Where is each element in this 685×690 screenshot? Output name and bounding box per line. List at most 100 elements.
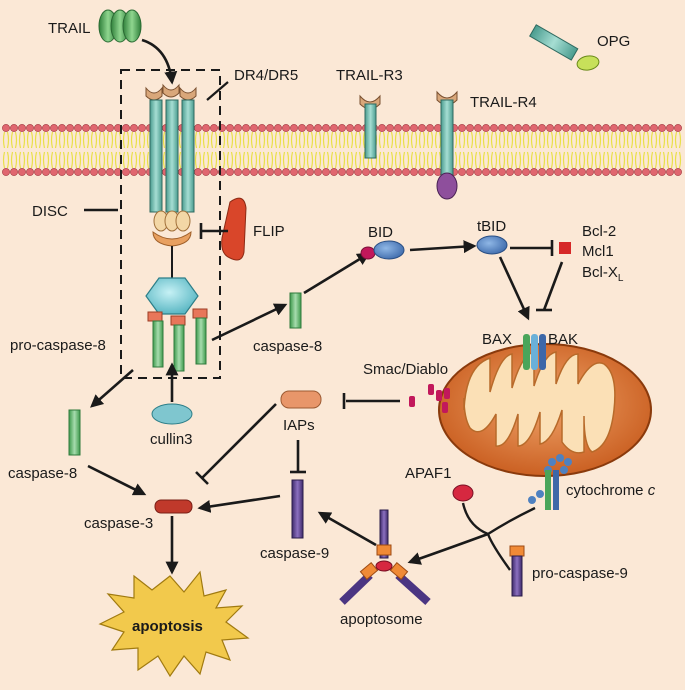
lipid-head <box>98 124 106 132</box>
lipid-head <box>258 124 266 132</box>
flip-label: FLIP <box>253 223 285 240</box>
lipid-tail <box>338 151 342 169</box>
lipid-tail <box>610 151 614 169</box>
lipid-head <box>138 124 146 132</box>
lipid-head <box>130 124 138 132</box>
lipid-head <box>106 168 114 176</box>
lipid-tail <box>434 131 438 149</box>
lipid-head <box>458 124 466 132</box>
opg-label: OPG <box>597 33 630 50</box>
apaf1-label: APAF1 <box>405 465 451 482</box>
lipid-tail <box>362 151 366 169</box>
lipid-tail <box>178 131 182 149</box>
lipid-tail <box>198 131 202 149</box>
lipid-tail <box>38 131 42 149</box>
lipid-head <box>634 124 642 132</box>
lipid-tail <box>42 151 46 169</box>
lipid-tail <box>6 151 10 169</box>
lipid-head <box>330 168 338 176</box>
lipid-head <box>650 124 658 132</box>
lipid-tail <box>606 151 610 169</box>
lipid-head <box>394 124 402 132</box>
lipid-head <box>562 168 570 176</box>
lipid-tail <box>318 151 322 169</box>
bid-protein <box>360 240 405 260</box>
apoptosome-to-caspase9-arrow <box>317 511 377 547</box>
lipid-tail <box>526 151 530 169</box>
lipid-tail <box>334 151 338 169</box>
lipid-tail <box>458 131 462 149</box>
lipid-head <box>538 124 546 132</box>
caspase8-release-arrow <box>211 303 288 342</box>
iaps-inhibit-caspase3-line <box>201 403 277 479</box>
lipid-tail <box>510 151 514 169</box>
lipid-tail <box>282 151 286 169</box>
lipid-head <box>386 168 394 176</box>
lipid-head <box>18 168 26 176</box>
lipid-tail <box>302 131 306 149</box>
lipid-tail <box>122 131 126 149</box>
lipid-head <box>562 124 570 132</box>
lipid-tail <box>662 131 666 149</box>
lipid-head <box>290 124 298 132</box>
lipid-tail <box>138 131 142 149</box>
lipid-tail <box>646 151 650 169</box>
lipid-head <box>458 168 466 176</box>
apoptosome-complex <box>339 509 431 605</box>
lipid-tail <box>230 151 234 169</box>
procasp9-join-line <box>486 533 511 571</box>
bcl2-label: Bcl-2 <box>582 223 616 240</box>
lipid-tail <box>630 131 634 149</box>
lipid-tail <box>134 131 138 149</box>
lipid-tail <box>266 131 270 149</box>
lipid-head <box>586 124 594 132</box>
lipid-tail <box>634 131 638 149</box>
lipid-head <box>290 168 298 176</box>
lipid-tail <box>210 151 214 169</box>
lipid-tail <box>302 151 306 169</box>
lipid-tail <box>146 151 150 169</box>
lipid-tail <box>250 151 254 169</box>
lipid-tail <box>322 131 326 149</box>
lipid-tail <box>278 151 282 169</box>
lipid-head <box>90 124 98 132</box>
bax-bak-pore <box>523 334 546 370</box>
lipid-tail <box>538 131 542 149</box>
lipid-tail <box>618 131 622 149</box>
lipid-head <box>66 124 74 132</box>
lipid-head <box>274 168 282 176</box>
lipid-tail <box>62 151 66 169</box>
smac-label: Smac/Diablo <box>363 361 448 378</box>
lipid-head <box>250 168 258 176</box>
lipid-tail <box>538 151 542 169</box>
lipid-head <box>402 124 410 132</box>
lipid-tail <box>626 151 630 169</box>
lipid-tail <box>318 131 322 149</box>
lipid-head <box>82 124 90 132</box>
lipid-tail <box>266 151 270 169</box>
lipid-head <box>10 124 18 132</box>
lipid-head <box>266 168 274 176</box>
lipid-tail <box>402 131 406 149</box>
lipid-tail <box>550 151 554 169</box>
lipid-tail <box>570 131 574 149</box>
lipid-head <box>106 124 114 132</box>
lipid-tail <box>58 131 62 149</box>
lipid-tail <box>86 151 90 169</box>
lipid-tail <box>354 131 358 149</box>
lipid-tail <box>578 131 582 149</box>
lipid-tail <box>34 151 38 169</box>
lipid-tail <box>162 131 166 149</box>
lipid-tail <box>26 131 30 149</box>
lipid-tail <box>26 151 30 169</box>
opg-protein <box>529 24 600 71</box>
lipid-tail <box>54 131 58 149</box>
lipid-tail <box>42 131 46 149</box>
lipid-tail <box>570 151 574 169</box>
lipid-head <box>58 124 66 132</box>
lipid-tail <box>2 151 6 169</box>
lipid-head <box>234 124 242 132</box>
lipid-tail <box>102 131 106 149</box>
lipid-tail <box>70 131 74 149</box>
